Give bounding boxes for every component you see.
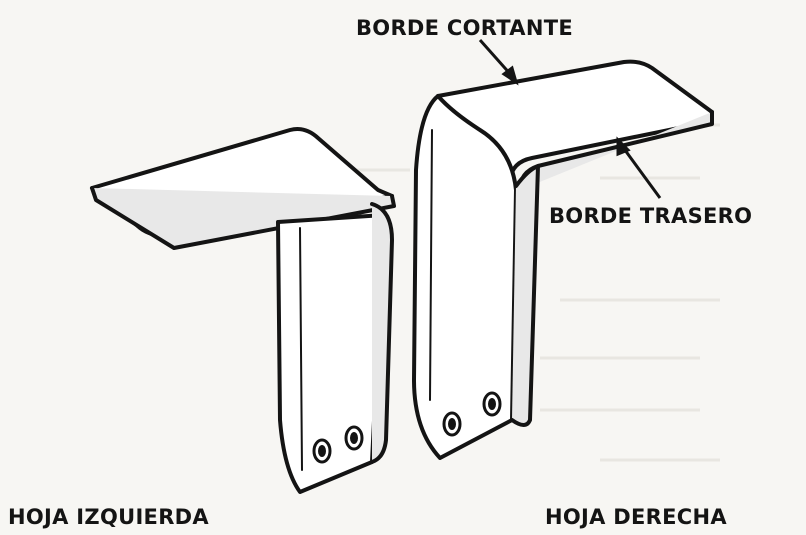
right-blade-label: HOJA DERECHA xyxy=(545,505,727,529)
cutting-edge-label: BORDE CORTANTE xyxy=(356,16,573,40)
cutting-edge-arrowhead xyxy=(501,65,519,86)
cutting-edge-leader xyxy=(478,39,514,77)
left-blade-label: HOJA IZQUIERDA xyxy=(8,505,209,529)
right-blade xyxy=(412,59,714,460)
right-blade-leg xyxy=(412,94,518,460)
leader-arrows xyxy=(478,39,662,199)
left-blade-leg xyxy=(276,213,386,494)
left-blade xyxy=(90,127,396,494)
back-edge-label: BORDE TRASERO xyxy=(549,204,753,228)
back-edge-arrowhead xyxy=(616,136,631,157)
back-edge-leader xyxy=(620,145,662,199)
